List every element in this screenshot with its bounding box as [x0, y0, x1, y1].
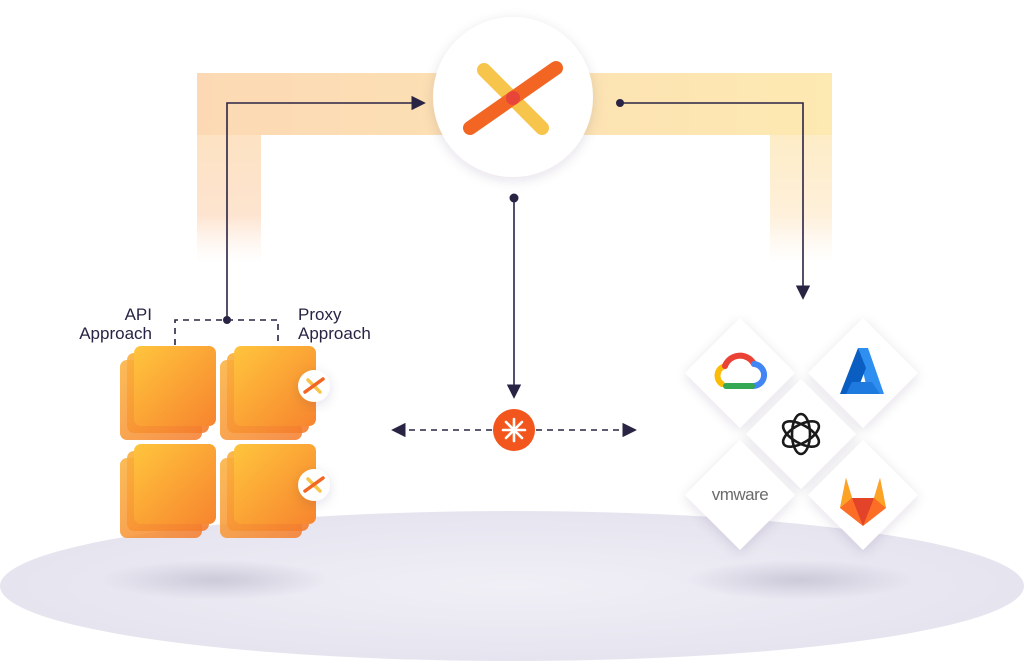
gitlab-icon	[840, 478, 886, 526]
provider-tile-openai[interactable]	[746, 379, 856, 489]
proxy-approach-line2: Approach	[298, 324, 371, 343]
provider-tile-google-cloud[interactable]	[685, 318, 795, 428]
google-cloud-icon	[714, 352, 768, 390]
api-app-stack-top[interactable]	[120, 346, 216, 440]
left-shadow	[100, 560, 330, 600]
proxy-app-stack-bottom[interactable]	[220, 444, 316, 538]
asterisk-icon	[501, 417, 527, 443]
platform-floor	[0, 511, 1024, 661]
api-approach-line2: Approach	[79, 324, 152, 343]
vmware-logo: vmware	[711, 485, 769, 504]
api-approach-line1: API	[124, 305, 152, 324]
provider-tile-gitlab[interactable]	[808, 440, 918, 550]
azure-icon	[840, 348, 884, 394]
api-approach-label: API Approach	[76, 305, 152, 343]
proxy-badge-bottom-x-logo-icon	[298, 469, 330, 501]
api-app-stack-bottom[interactable]	[120, 444, 216, 538]
connector-dots	[223, 99, 624, 324]
proxy-approach-line1: Proxy	[298, 305, 342, 324]
connectors	[174, 95, 811, 438]
provider-tile-vmware[interactable]	[685, 440, 795, 550]
proxy-badge-top-x-logo-icon	[298, 370, 330, 402]
openai-icon	[781, 412, 821, 456]
proxy-approach-label: Proxy Approach	[298, 305, 388, 343]
right-shadow	[685, 560, 915, 600]
hub-x-logo-icon	[463, 61, 563, 135]
proxy-app-stack-top[interactable]	[220, 346, 316, 440]
